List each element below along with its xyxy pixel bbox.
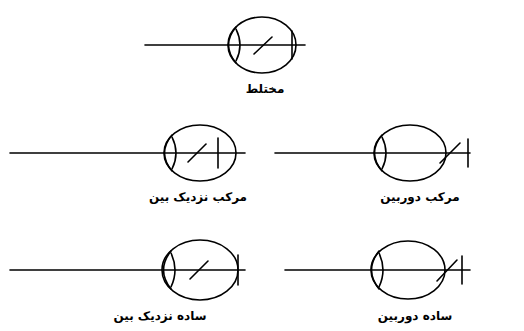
eye-mixed [145, 17, 305, 73]
type-label: مرکب دوربین [378, 190, 461, 204]
eye-compound-myopic [10, 125, 245, 181]
type-label: مرکب نزدیک بین [147, 190, 249, 204]
eye-simple-hyperopic [285, 241, 470, 299]
eye-simple-myopic [10, 240, 245, 300]
type-label: مختلط [244, 82, 287, 96]
eye-compound-hyperopic [275, 125, 470, 181]
type-label: ساده نزدیک بین [111, 309, 208, 323]
type-label: ساده دوربین [376, 309, 454, 323]
